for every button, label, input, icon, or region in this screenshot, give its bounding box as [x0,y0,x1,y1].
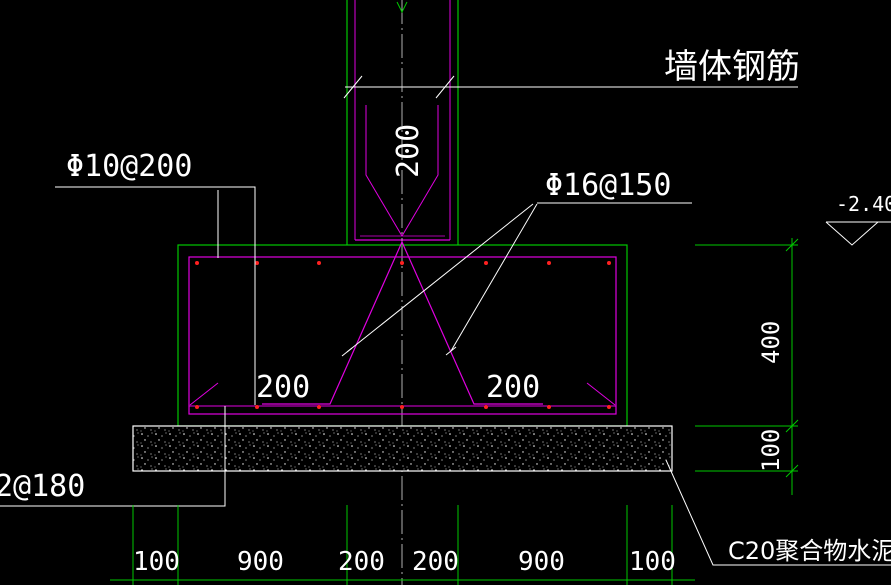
bottom-dim-5: 900 [518,547,565,577]
leader-lines [0,186,891,566]
stirrup-spec-label: Φ10@200 [66,149,192,184]
rebar-dots [195,261,611,409]
wall-rebar-label: 墙体钢筋 [664,47,800,87]
right-dimensions [695,238,799,495]
bottom-dimension-lines [110,505,695,585]
slope-left-label: 200 [256,370,310,405]
bottom-dim-3: 200 [338,547,385,577]
bottom-dimension-labels: 100 900 200 200 900 100 [133,547,676,577]
elevation-label: -2.40 [836,192,891,216]
elevation-marker [825,221,891,246]
bottom-dim-2: 900 [237,547,284,577]
footing [177,240,628,427]
concrete-cushion [132,425,673,472]
main-rebar-spec-label: Φ16@150 [545,168,671,203]
cushion-height-label: 100 [757,429,785,472]
footing-height-label: 400 [757,321,785,364]
wall-thickness-label: 200 [391,124,426,178]
bottom-dim-1: 100 [133,547,180,577]
bottom-rebar-spec-label: 2@180 [0,469,85,504]
slope-right-label: 200 [486,370,540,405]
bottom-dim-4: 200 [412,547,459,577]
concrete-note-label: C20聚合物水泥混凝 [728,537,891,565]
bottom-dim-6: 100 [629,547,676,577]
wall [343,0,798,585]
